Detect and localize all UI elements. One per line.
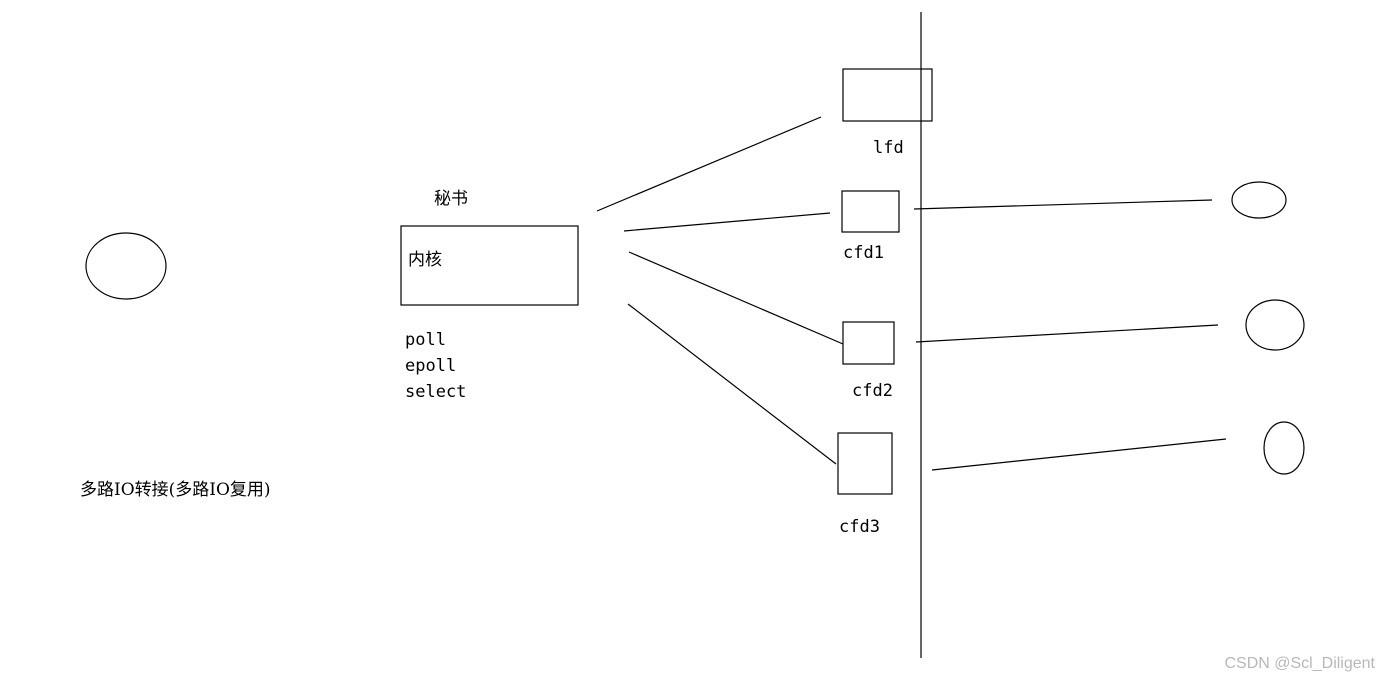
- lfd-label: lfd: [873, 138, 904, 158]
- client-1-ellipse: [1231, 181, 1287, 219]
- cfd2-label: cfd2: [852, 381, 893, 401]
- kernel-to-cfd3-line: [627, 303, 837, 465]
- cfd2-box: [842, 321, 895, 365]
- io-api-list: poll epoll select: [405, 327, 466, 405]
- client-3-ellipse: [1263, 421, 1305, 475]
- io-api-select: select: [405, 382, 467, 402]
- io-api-epoll: epoll: [405, 356, 457, 376]
- kernel-to-lfd-line: [596, 116, 822, 212]
- kernel-box: [400, 225, 579, 306]
- client-2-ellipse: [1245, 299, 1305, 351]
- cfd1-box: [841, 190, 900, 233]
- cfd1-label: cfd1: [843, 243, 884, 263]
- cfd2-to-client-line: [915, 324, 1219, 343]
- kernel-to-cfd1-line: [623, 212, 831, 232]
- kernel-to-cfd2-line: [628, 251, 844, 345]
- kernel-label: 内核: [408, 250, 442, 270]
- cfd3-to-client-line: [931, 438, 1227, 471]
- diagram-caption: 多路IO转接(多路IO复用): [80, 480, 271, 500]
- lfd-box: [842, 68, 933, 122]
- cfd3-label: cfd3: [839, 517, 880, 537]
- server-ellipse: [85, 232, 167, 300]
- cfd1-to-client-line: [913, 199, 1213, 210]
- io-api-poll: poll: [405, 330, 446, 350]
- secretary-label: 秘书: [434, 189, 468, 209]
- cfd3-box: [837, 432, 893, 495]
- csdn-watermark: CSDN @Scl_Diligent: [1224, 655, 1375, 672]
